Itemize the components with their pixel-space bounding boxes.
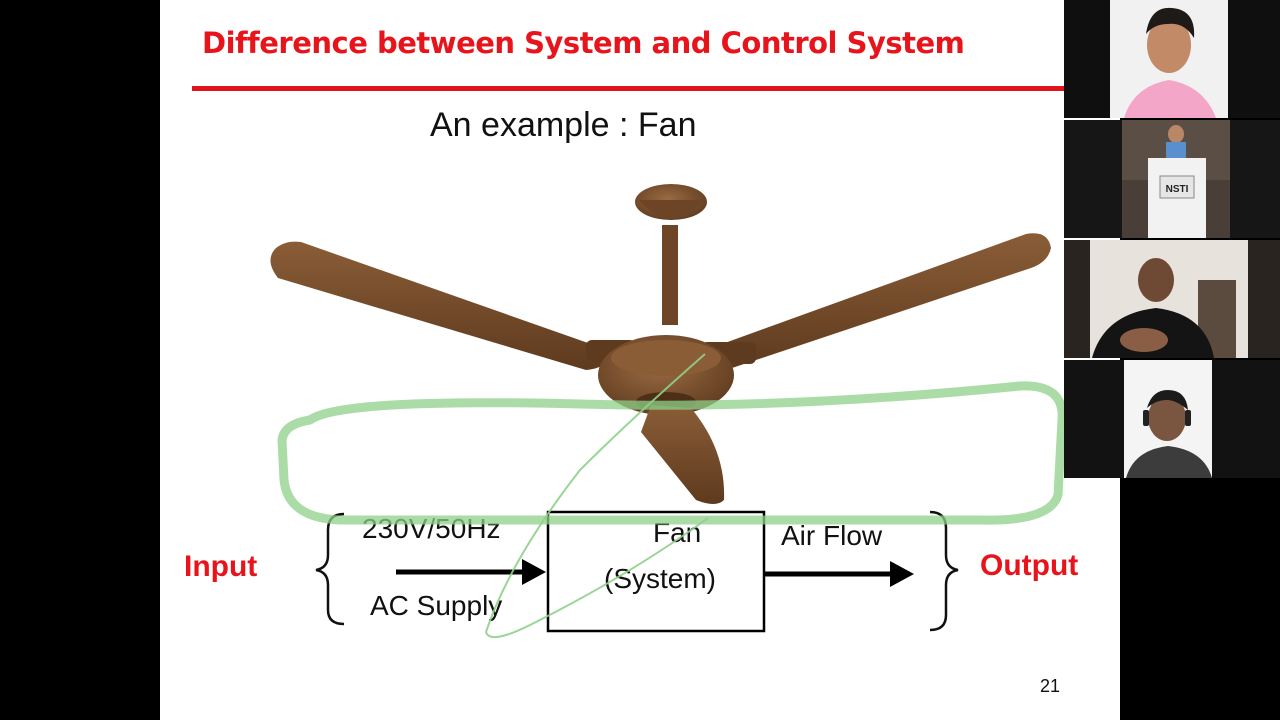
input-spec-voltage: 230V/50Hz xyxy=(362,513,501,544)
output-spec: Air Flow xyxy=(781,520,883,551)
page-number: 21 xyxy=(1040,676,1061,696)
presentation-slide: Difference between System and Control Sy… xyxy=(160,0,1120,720)
system-caption: (System) xyxy=(604,563,716,594)
block-diagram xyxy=(315,510,959,633)
participant-2-avatar: NSTI xyxy=(1064,120,1280,238)
svg-text:NSTI: NSTI xyxy=(1166,184,1189,195)
input-brace xyxy=(315,512,345,626)
participant-3-avatar xyxy=(1064,240,1280,358)
slide-title: Difference between System and Control Sy… xyxy=(202,26,965,60)
participant-4-avatar xyxy=(1064,360,1280,478)
participant-video-3[interactable] xyxy=(1064,240,1280,358)
output-label: Output xyxy=(980,549,1079,582)
slide-subtitle: An example : Fan xyxy=(430,106,697,144)
input-spec-supply: AC Supply xyxy=(370,590,503,621)
input-label: Input xyxy=(184,550,258,583)
participant-video-4[interactable] xyxy=(1064,360,1280,478)
participant-video-1[interactable] xyxy=(1064,0,1280,118)
participant-video-2[interactable]: NSTI xyxy=(1064,120,1280,238)
output-brace xyxy=(929,510,959,632)
title-underline xyxy=(192,86,1120,91)
system-name: Fan xyxy=(653,517,702,548)
participant-1-avatar xyxy=(1064,0,1280,118)
